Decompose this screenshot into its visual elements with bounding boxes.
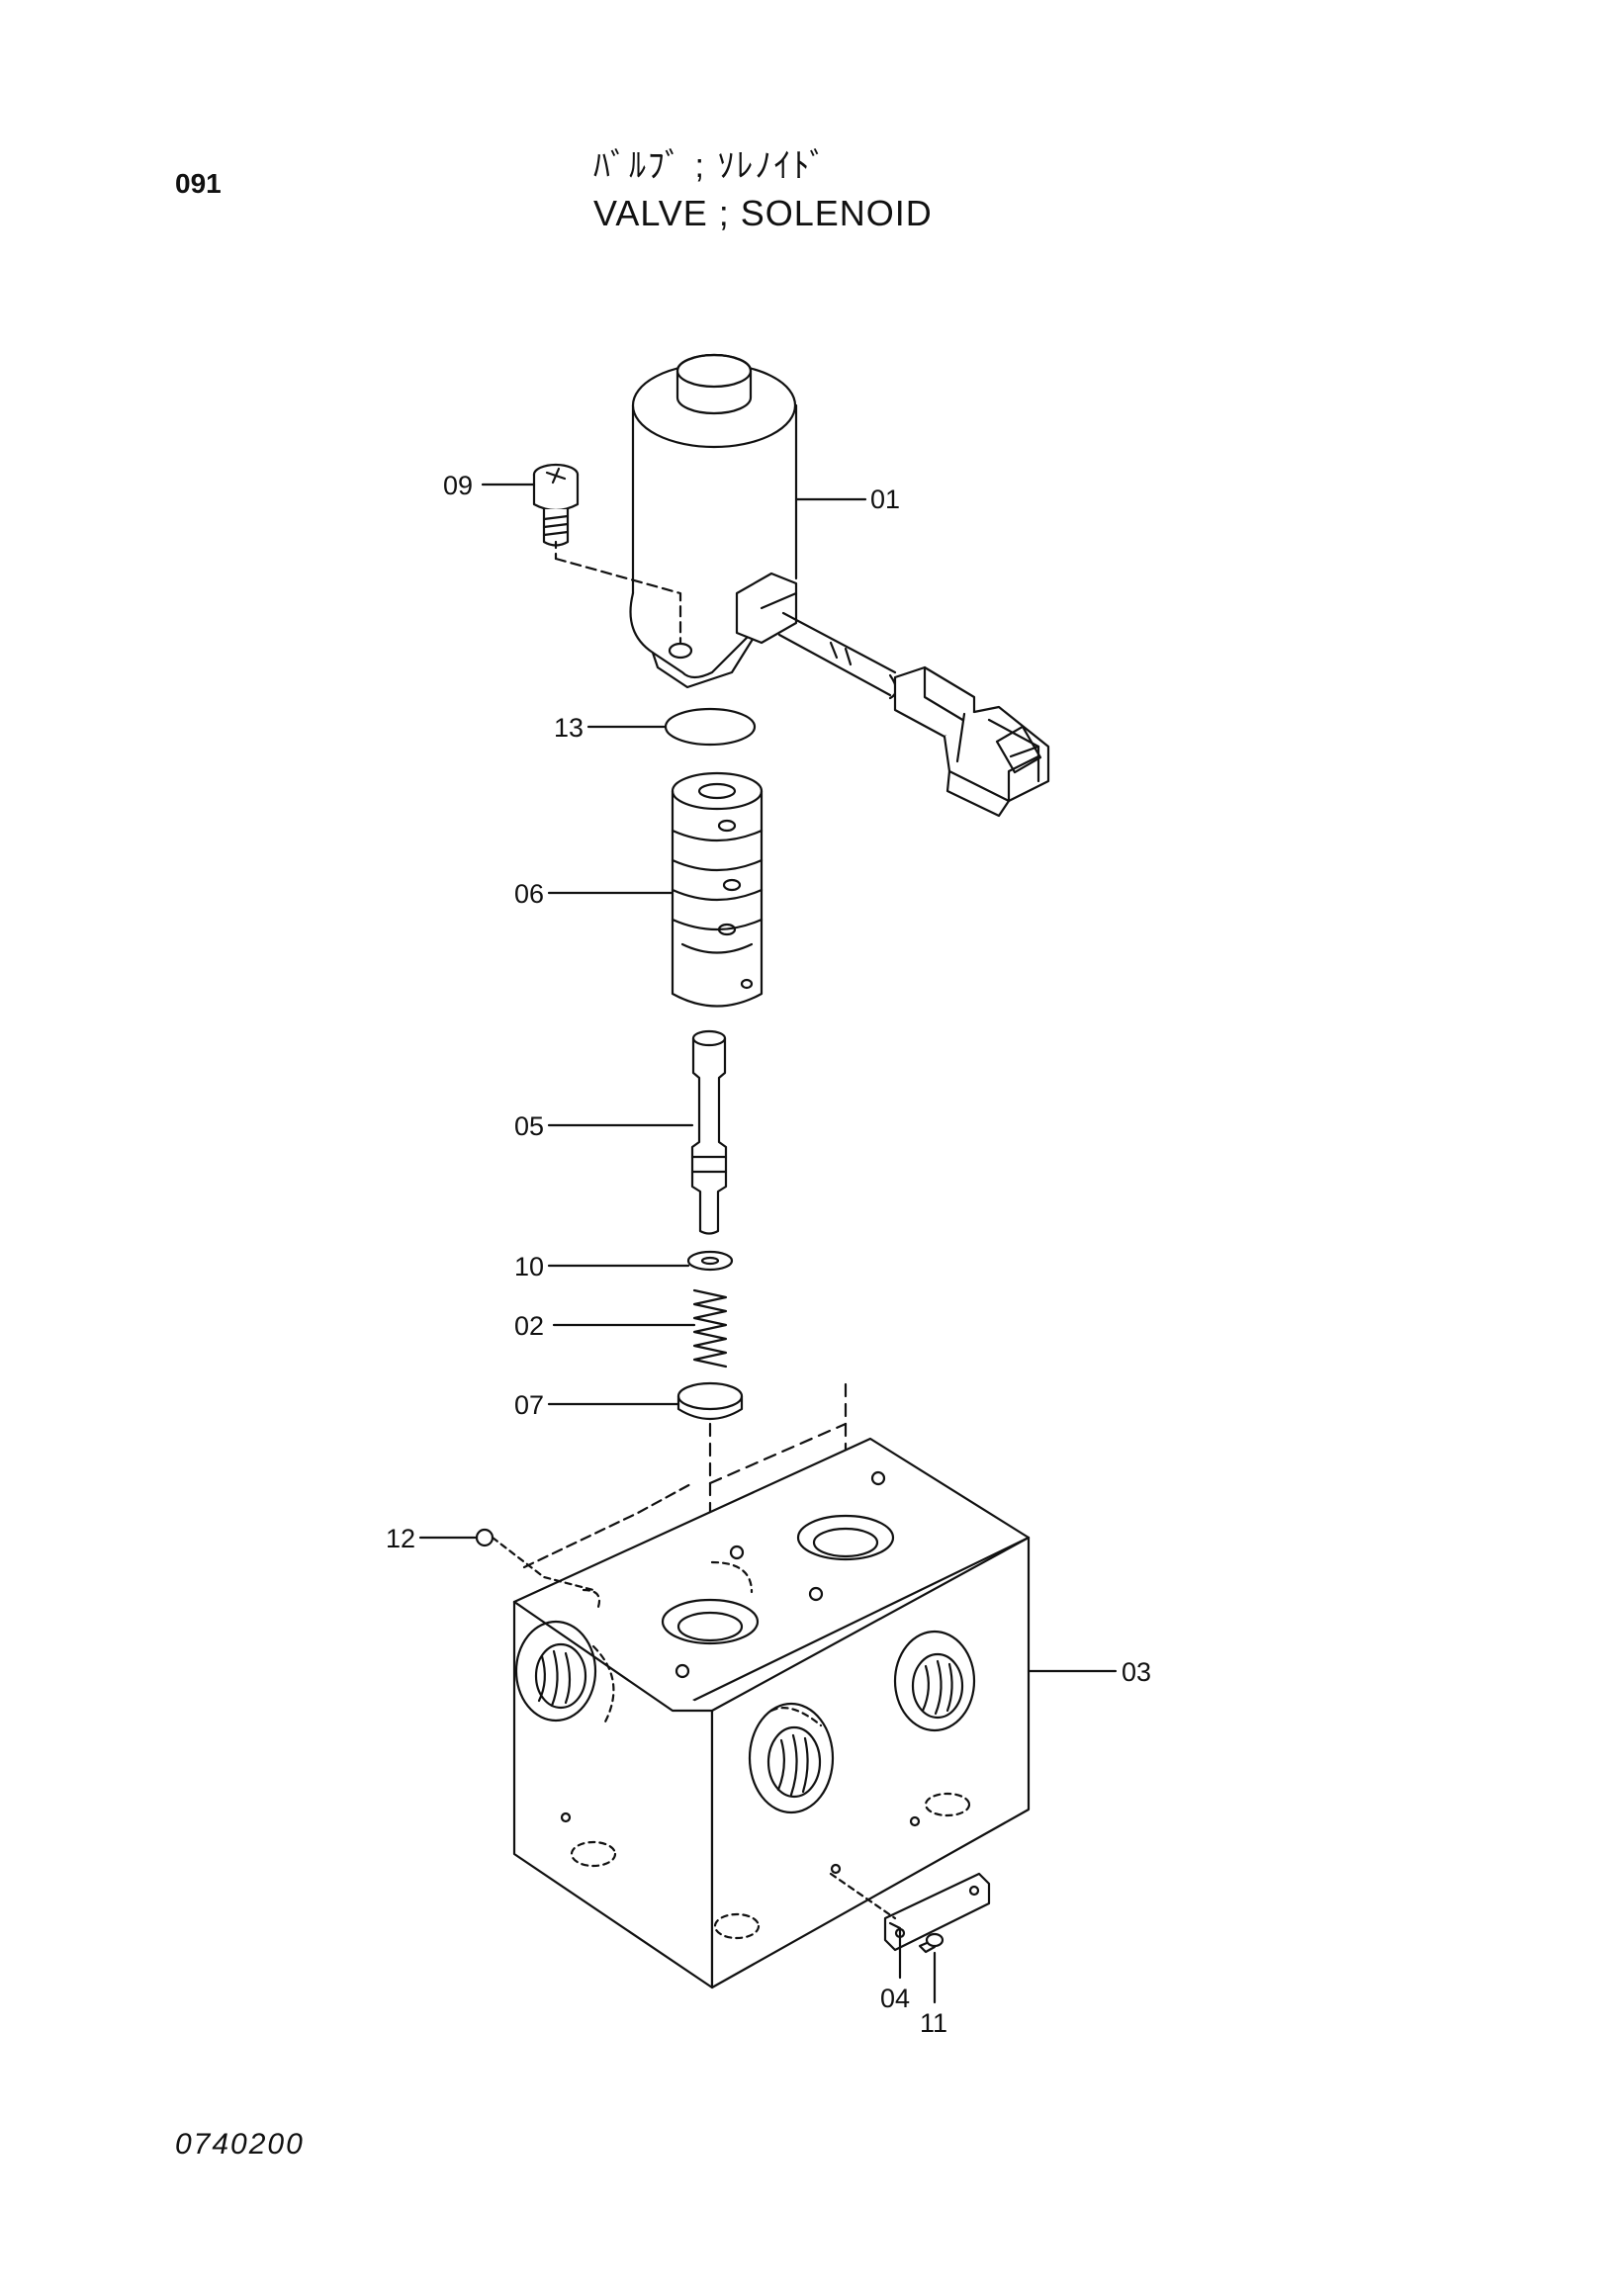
washer-10: [686, 1250, 734, 1272]
title-japanese: ﾊﾞﾙﾌﾞ ; ｿﾚﾉｲﾄﾞ: [593, 147, 829, 185]
title-english: VALVE ; SOLENOID: [593, 193, 933, 233]
callout-05: 05: [514, 1111, 544, 1141]
plug-07: [676, 1381, 744, 1420]
callout-04: 04: [880, 1984, 910, 2013]
callout-09: 09: [443, 471, 473, 500]
rivet-11: [918, 1932, 944, 1954]
screw-09: [532, 463, 580, 547]
sleeve-06: [671, 771, 764, 1008]
document-number: 0740200: [175, 2128, 305, 2161]
callout-11: 11: [920, 2008, 947, 2038]
callout-03: 03: [1122, 1657, 1151, 1687]
spring-02: [692, 1288, 728, 1369]
callout-01: 01: [870, 485, 900, 514]
o-ring-13: [664, 707, 757, 747]
ball-plug-12: [475, 1528, 495, 1547]
callout-10: 10: [514, 1252, 544, 1281]
callout-02: 02: [514, 1311, 544, 1341]
callout-13: 13: [554, 713, 584, 743]
page-number: 091: [175, 168, 222, 199]
callout-06: 06: [514, 879, 544, 909]
spool-05: [690, 1029, 728, 1235]
solenoid-coil: [629, 353, 1050, 818]
valve-block-03: [475, 1437, 1031, 1989]
callout-07: 07: [514, 1390, 544, 1420]
callout-12: 12: [386, 1524, 415, 1553]
